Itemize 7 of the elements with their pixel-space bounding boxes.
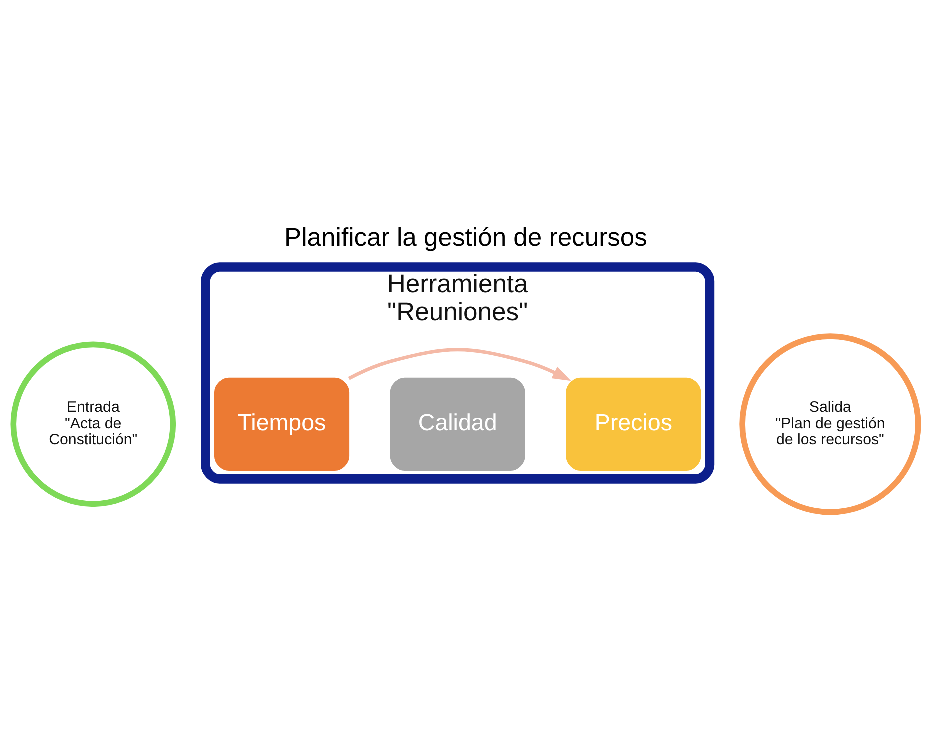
node-circle: Salida "Plan de gestión de los recursos" — [740, 334, 922, 516]
diagram-title: Planificar la gestión de recursos — [284, 224, 648, 252]
arrow — [348, 348, 572, 382]
node-box: Calidad — [390, 378, 526, 471]
node-box: Tiempos — [214, 378, 350, 471]
node-circle: Entrada "Acta de Constitución" — [10, 342, 176, 508]
node-box: Precios — [566, 378, 702, 471]
